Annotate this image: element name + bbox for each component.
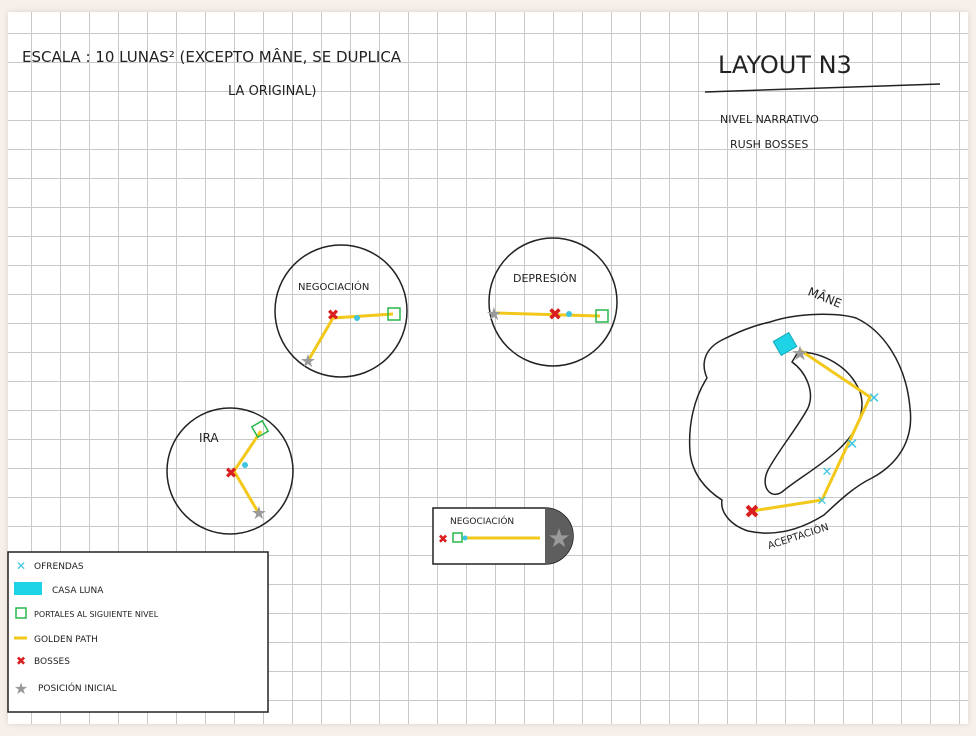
- legend-label-posicion-inicial: POSICIÓN INICIAL: [38, 682, 117, 694]
- casa-luna-block: [772, 331, 798, 357]
- subtitle-narrative: NIVEL NARRATIVO: [720, 113, 819, 126]
- ofrenda-marker: ✕: [822, 465, 833, 480]
- legend-label-portales: PORTALES AL SIGUIENTE NIVEL: [34, 610, 159, 619]
- legend-frame: [7, 551, 269, 713]
- portal-icon: [15, 607, 27, 619]
- legend-box: ✕ OFRENDAS CASA LUNA PORTALES AL SIGUIEN…: [7, 551, 269, 713]
- room-outline: [274, 244, 408, 378]
- room-label-mane: MÂNE: [806, 284, 844, 311]
- legend-label-casa-luna: CASA LUNA: [52, 586, 104, 596]
- legend-item-bosses: ✖ BOSSES: [16, 654, 70, 668]
- ofrenda-icon: ✕: [16, 559, 26, 573]
- room-mane-crescent: MÂNE ACEPTACIÓN ★ ✕ ✕ ✕ ✕ ✖: [688, 284, 912, 552]
- legend-label-ofrendas: OFRENDAS: [34, 562, 84, 572]
- room-negociacion-circle: NEGOCIACIÓN ✖ ★: [274, 244, 408, 378]
- legend-item-golden-path: GOLDEN PATH: [14, 635, 98, 645]
- legend-item-portales: PORTALES AL SIGUIENTE NIVEL: [15, 607, 159, 619]
- scale-note: ESCALA : 10 LUNAS² (EXCEPTO MÂNE, SE DUP…: [22, 47, 402, 66]
- start-position-icon: ★: [14, 679, 28, 698]
- legend-item-posicion-inicial: ★ POSICIÓN INICIAL: [14, 679, 117, 698]
- golden-path: [232, 430, 263, 513]
- ofrenda-marker: ✕: [846, 435, 859, 453]
- room-outline: [488, 237, 618, 367]
- boss-marker: ✖: [744, 501, 760, 523]
- room-label-ira: IRA: [199, 431, 219, 445]
- room-label-aceptacion: ACEPTACIÓN: [766, 520, 830, 552]
- boss-marker: ✖: [327, 306, 340, 324]
- golden-path: [751, 348, 872, 513]
- room-label-depresion: DEPRESIÓN: [513, 272, 577, 285]
- legend-label-bosses: BOSSES: [34, 657, 70, 667]
- start-position-star: ★: [300, 351, 316, 372]
- start-position-star: ★: [791, 341, 809, 365]
- room-ira-circle: IRA ✖ ★: [166, 407, 294, 535]
- boss-marker: ✖: [548, 305, 562, 325]
- layout-title: LAYOUT N3: [718, 51, 852, 79]
- portal-icon: [387, 307, 401, 321]
- ofrenda-dot: [354, 315, 360, 321]
- start-position-star: ★: [251, 503, 267, 524]
- boss-icon: ✖: [16, 654, 26, 668]
- golden-path: [495, 311, 601, 318]
- room-depresion-circle: DEPRESIÓN ★ ✖: [486, 237, 618, 367]
- portal-icon: [452, 532, 463, 543]
- start-position-star: ★: [486, 304, 502, 325]
- title-underline: [704, 83, 941, 93]
- room-outline: [166, 407, 294, 535]
- legend-item-ofrendas: ✕ OFRENDAS: [16, 559, 84, 573]
- start-position-star: ★: [547, 524, 570, 554]
- golden-path: [306, 312, 394, 362]
- casa-luna-icon: [14, 582, 42, 595]
- portal-icon: [250, 419, 270, 439]
- ofrenda-dot: [242, 462, 248, 468]
- subtitle-rush-bosses: RUSH BOSSES: [730, 138, 808, 151]
- portal-icon: [595, 309, 609, 323]
- ofrenda-marker: ✕: [868, 389, 881, 407]
- legend-label-golden-path: GOLDEN PATH: [34, 635, 98, 645]
- boss-marker: ✖: [225, 464, 238, 482]
- ofrenda-marker: ✕: [817, 494, 828, 509]
- scale-note-continued: LA ORIGINAL): [228, 84, 317, 99]
- ofrenda-dot: [566, 311, 572, 317]
- room-label-negociacion: NEGOCIACIÓN: [298, 280, 369, 293]
- legend-item-casa-luna: CASA LUNA: [14, 582, 104, 596]
- room-label-negociacion: NEGOCIACIÓN: [450, 515, 514, 527]
- dark-semicircle: [545, 508, 573, 564]
- boss-marker: ✖: [438, 532, 448, 546]
- ofrenda-dot: [462, 535, 468, 541]
- room-negociacion-box: NEGOCIACIÓN ✖ ★: [432, 507, 574, 565]
